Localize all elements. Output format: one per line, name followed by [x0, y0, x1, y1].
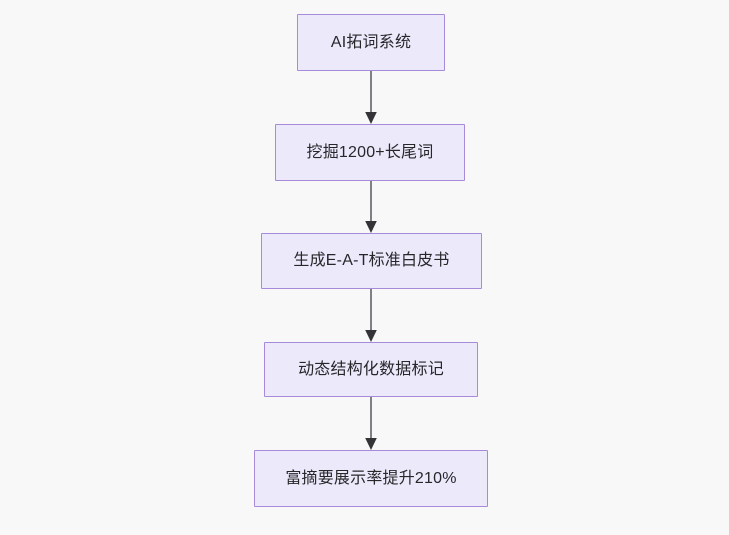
edge-n2-n3: [365, 289, 377, 342]
flow-node-label: 生成E-A-T标准白皮书: [293, 252, 450, 269]
flow-node-label: AI拓词系统: [330, 33, 412, 51]
edge-n1-n2: [365, 181, 377, 233]
flow-node-label: 挖掘1200+长尾词: [306, 143, 434, 161]
flow-node-mine-longtail-keywords[interactable]: 挖掘1200+长尾词: [275, 124, 465, 181]
edge-n0-n1: [365, 71, 377, 124]
flow-node-label: 富摘要展示率提升210%: [285, 469, 457, 487]
flow-node-label: 动态结构化数据标记: [298, 360, 444, 378]
flow-node-dynamic-structured-data-markup[interactable]: 动态结构化数据标记: [264, 342, 478, 397]
flow-node-rich-snippet-rate-increase[interactable]: 富摘要展示率提升210%: [254, 450, 488, 507]
edge-n3-n4: [365, 397, 377, 450]
flow-node-ai-keyword-system[interactable]: AI拓词系统: [297, 14, 445, 71]
flow-node-generate-eat-whitepaper[interactable]: 生成E-A-T标准白皮书: [261, 233, 482, 289]
